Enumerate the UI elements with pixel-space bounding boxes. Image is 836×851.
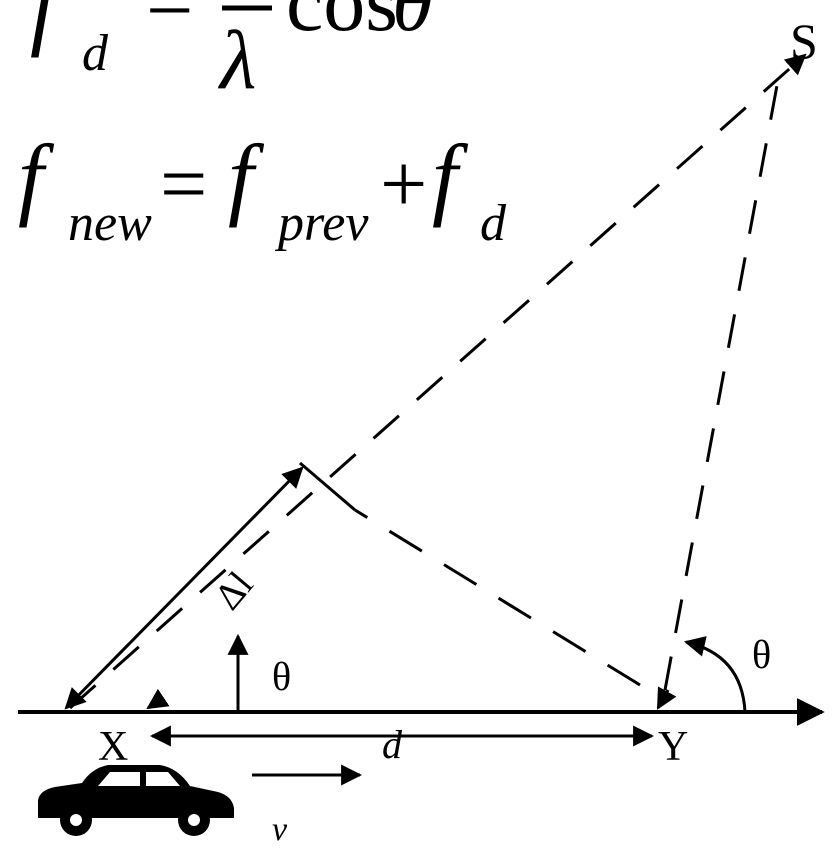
formula1-f: f bbox=[30, 0, 67, 58]
source-label: S bbox=[790, 13, 818, 69]
right-angle-arc bbox=[683, 636, 747, 713]
formula2-sub-new: new bbox=[68, 195, 152, 252]
formula1-cos: cos bbox=[286, 0, 398, 49]
delta-l-label: Δl bbox=[207, 564, 262, 618]
formula2-f-prev: f bbox=[228, 126, 265, 228]
path-x-to-source bbox=[69, 53, 807, 710]
formula-doppler-shift: f d = λ cos θ bbox=[30, 0, 433, 107]
formula2-f-d: f bbox=[432, 126, 469, 228]
perpendicular-projection bbox=[354, 508, 641, 687]
theta-right-label: θ bbox=[752, 632, 771, 677]
formula-frequency-update: f new = f prev + f d bbox=[18, 126, 507, 252]
velocity-label: v bbox=[272, 811, 288, 848]
delta-l-arrow bbox=[64, 466, 304, 710]
car-icon bbox=[38, 765, 234, 836]
projection-tick bbox=[299, 461, 356, 512]
formula1-lambda: λ bbox=[217, 14, 256, 107]
x-point-arrow bbox=[146, 688, 170, 710]
y-point-arrow bbox=[656, 686, 677, 710]
formula2-sub-prev: prev bbox=[274, 195, 369, 252]
formula2-equals: = bbox=[160, 138, 207, 231]
formula2-plus: + bbox=[380, 138, 427, 231]
distance-label: d bbox=[382, 722, 403, 767]
formula1-theta: θ bbox=[392, 0, 433, 49]
formula1-equals: = bbox=[146, 0, 193, 49]
point-x-label: X bbox=[98, 724, 128, 770]
path-y-to-source bbox=[663, 79, 780, 691]
formula2-f-new: f bbox=[18, 126, 55, 228]
point-y-label: Y bbox=[658, 724, 688, 770]
formula1-sub-d: d bbox=[82, 25, 109, 82]
theta-left-label: θ bbox=[272, 654, 291, 699]
formula2-sub-d: d bbox=[480, 195, 507, 252]
